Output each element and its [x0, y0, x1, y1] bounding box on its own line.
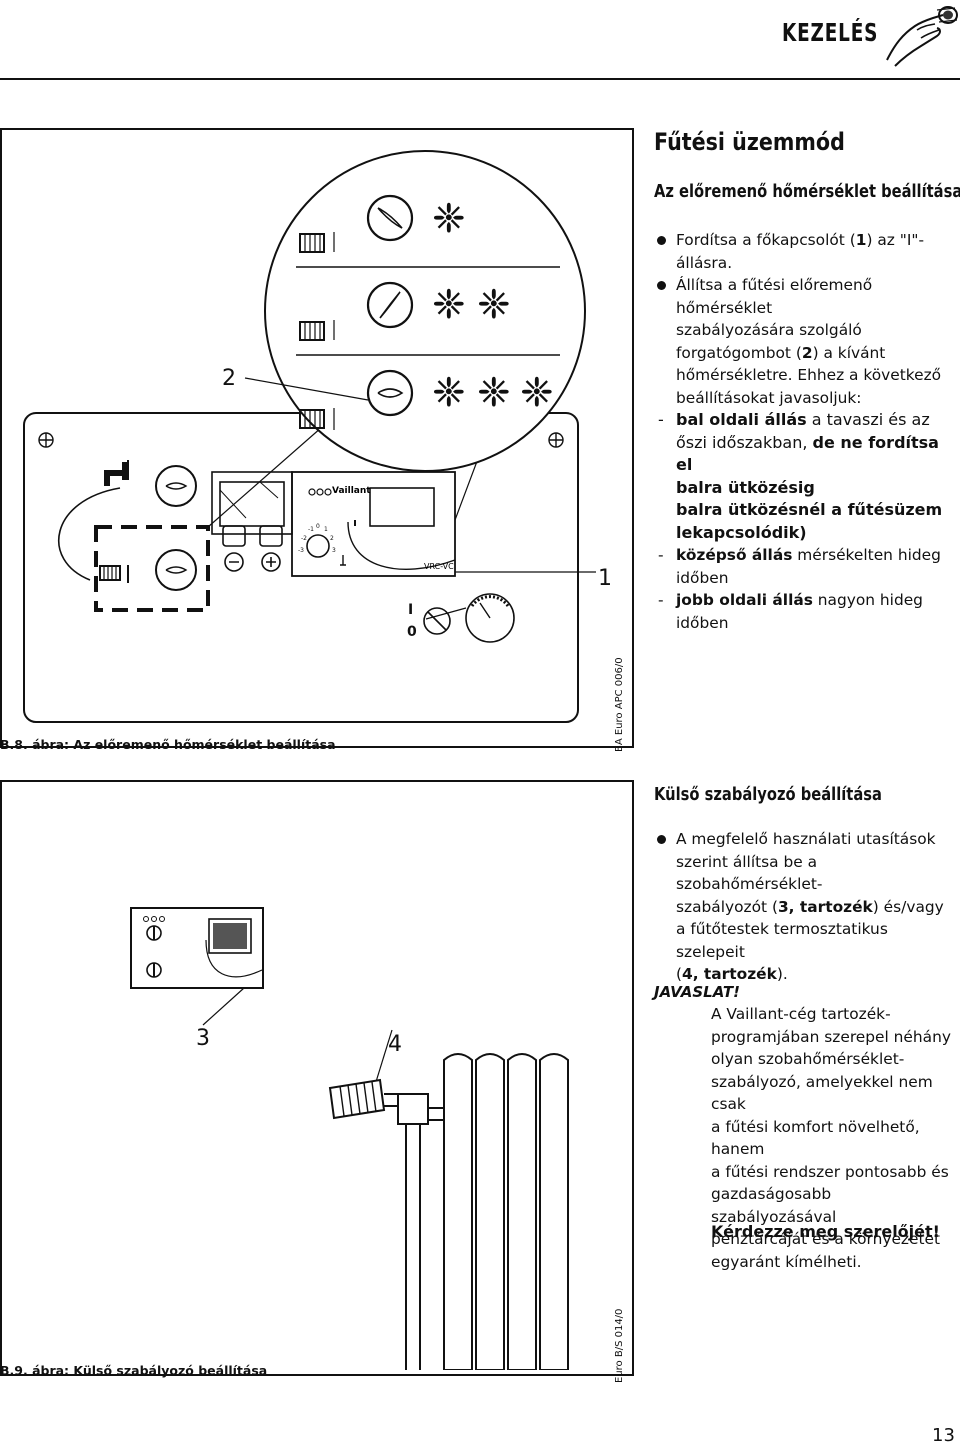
callout-2: 2	[222, 366, 236, 391]
tip-body: A Vaillant-cég tartozék- programjában sz…	[711, 1003, 960, 1273]
svg-text:❈: ❈	[520, 370, 554, 416]
tip-line: egyaránt kímélheti.	[711, 1252, 862, 1271]
svg-text:1: 1	[324, 526, 328, 533]
model-label: VRC-VC	[424, 562, 454, 571]
bullet-switch: Fordítsa a főkapcsolót (1) az "I"- állás…	[654, 229, 960, 274]
svg-text:❈: ❈	[477, 370, 511, 416]
switch-on-label: I	[408, 602, 414, 618]
figure2-code: Euro B/S 014/0	[614, 1308, 625, 1383]
header-rule	[0, 78, 960, 80]
svg-text:❈: ❈	[432, 196, 466, 242]
dash-middle: - középső állás mérsékelten hideg időben	[658, 546, 941, 587]
section-title: KEZELÉS	[782, 18, 879, 47]
callout-4: 4	[388, 1032, 402, 1057]
svg-text:❈: ❈	[477, 282, 511, 328]
tip-title: JAVASLAT!	[654, 983, 740, 1001]
tip-line: pénztárcáját és a környezetet	[711, 1230, 941, 1248]
svg-text:2: 2	[330, 535, 334, 542]
svg-text:❈: ❈	[432, 370, 466, 416]
figure1-code: BA Euro APC 006/0	[614, 657, 625, 752]
instructions-1: Fordítsa a főkapcsolót (1) az "I"- állás…	[654, 229, 960, 634]
svg-text:-1: -1	[308, 526, 314, 533]
figure1-caption: B.8. ábra: Az előremenő hőmérséklet beál…	[0, 737, 336, 752]
tip-line: szabályozó, amelyekkel nem csak	[711, 1072, 933, 1114]
page-number: 13	[932, 1425, 955, 1446]
figure2-drawing	[130, 907, 569, 1370]
callout-3: 3	[196, 1026, 210, 1051]
brand-label: Vaillant	[332, 486, 371, 496]
instructions-2: A megfelelő használati utasítások szerin…	[654, 828, 960, 986]
heading-sub2: Külső szabályozó beállítása	[654, 785, 882, 805]
hand-pressing-button-icon	[886, 6, 958, 67]
svg-text:0: 0	[316, 523, 320, 530]
callout-1: 1	[598, 566, 612, 591]
dash-right: - jobb oldali állás nagyon hideg időben	[658, 591, 923, 632]
tip-line: A Vaillant-cég tartozék-	[711, 1005, 891, 1023]
bullet-knob: Állítsa a fűtési előremenő hőmérséklet s…	[654, 274, 960, 409]
svg-text:-2: -2	[301, 535, 307, 542]
bullet-external: A megfelelő használati utasítások szerin…	[654, 828, 960, 986]
svg-text:3: 3	[332, 547, 336, 554]
svg-text:❈: ❈	[432, 282, 466, 328]
dash-left: - bal oldali állás a tavaszi és az őszi …	[658, 410, 943, 542]
heading-main: Fűtési üzemmód	[654, 128, 845, 156]
tip-final: Kérdezze meg szerelőjét!	[711, 1222, 940, 1241]
svg-text:-3: -3	[298, 547, 304, 554]
tip-line: a fűtési rendszer pontosabb és	[711, 1162, 949, 1181]
tip-line: a fűtési komfort növelhető, hanem	[711, 1117, 920, 1159]
tip-line: olyan szobahőmérséklet-	[711, 1050, 905, 1068]
heading-sub1: Az előremenő hőmérséklet beállítása	[654, 182, 960, 202]
switch-off-label: 0	[407, 624, 417, 640]
figure2-caption: B.9. ábra: Külső szabályozó beállítása	[0, 1363, 268, 1378]
tip-line: programjában szerepel néhány	[711, 1027, 951, 1046]
tip-line: gazdaságosabb szabályozásával	[711, 1185, 837, 1226]
